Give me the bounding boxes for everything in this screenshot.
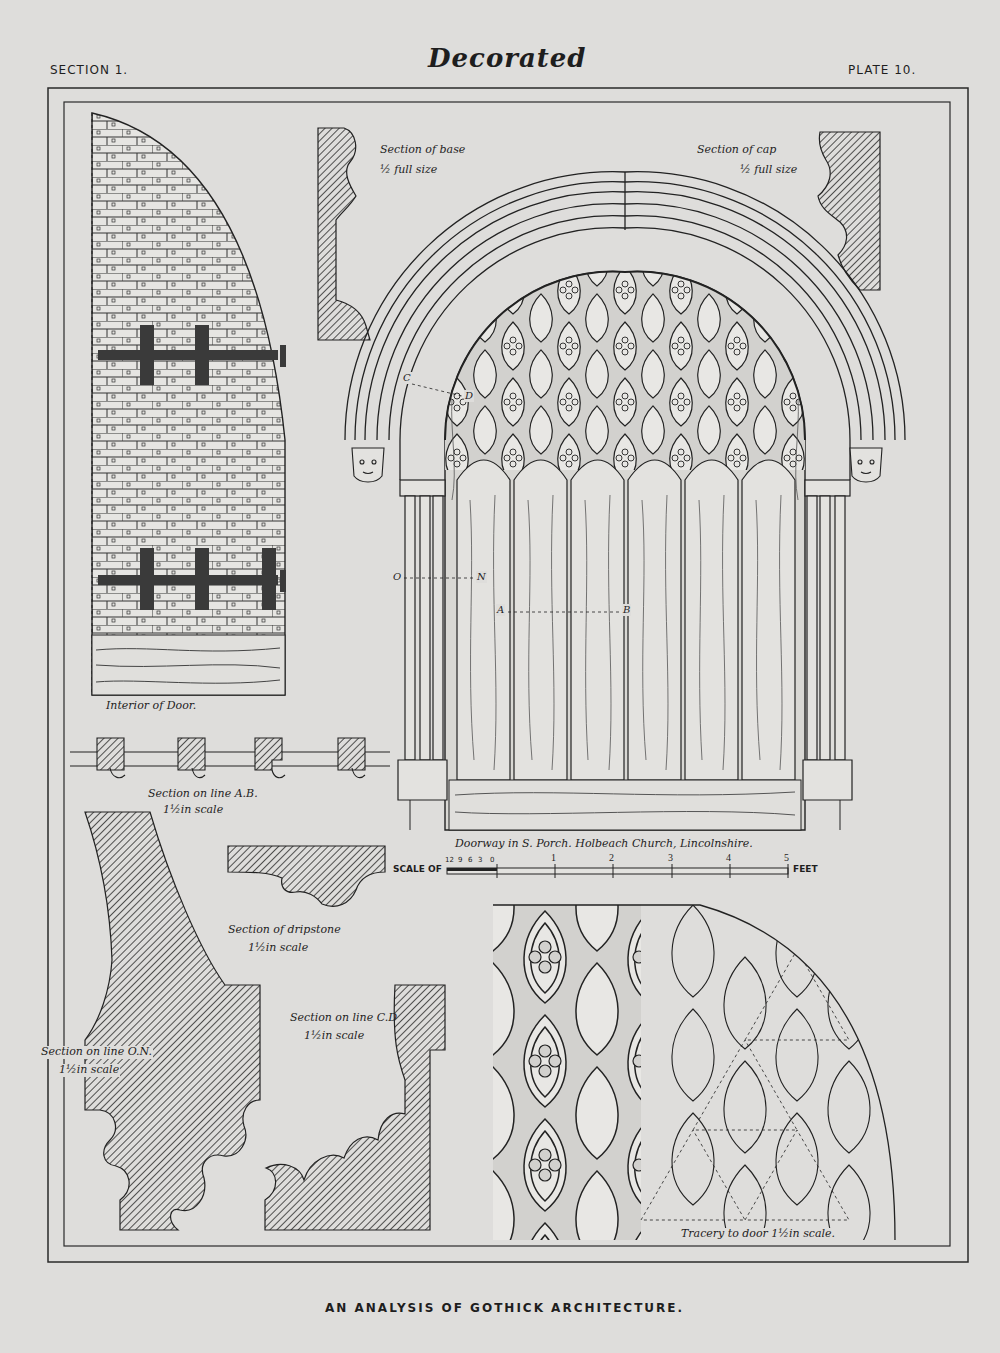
scale-unit: FEET (793, 864, 818, 874)
section-letter: B (622, 604, 631, 616)
view-caption: Section of cap (697, 144, 776, 157)
scale-number: 4 (726, 852, 731, 864)
scale-note: 1½in scale (304, 1030, 364, 1043)
scale-note: 1½in scale (58, 1064, 120, 1077)
section-letter: N (476, 571, 487, 583)
scale-number: 5 (784, 852, 789, 864)
view-caption: Section of dripstone (228, 924, 341, 937)
scale-note: 1½in scale (248, 942, 308, 955)
section-letter: D (464, 390, 474, 402)
scale-number: 12 (445, 856, 454, 864)
section-number: SECTION 1. (50, 64, 128, 78)
scale-note: ½ full size (380, 164, 437, 177)
view-caption: Interior of Door. (106, 700, 196, 713)
section-letter: C (402, 372, 412, 384)
view-caption: Tracery to door 1½in scale. (680, 1228, 836, 1241)
scale-number: 3 (478, 856, 482, 864)
section-letter: A (496, 604, 505, 616)
scale-number: 9 (458, 856, 462, 864)
scale-number: 1 (551, 852, 556, 864)
scale-label: SCALE OF (393, 864, 442, 874)
view-caption: Section on line O.N. (40, 1046, 153, 1059)
scale-note: 1½in scale (163, 804, 223, 817)
plate-number: PLATE 10. (848, 64, 916, 78)
scale-number: 3 (668, 852, 673, 864)
scale-number: 6 (468, 856, 472, 864)
view-caption: Section of base (380, 144, 465, 157)
section-letter: O (392, 571, 402, 583)
scale-number: 0 (490, 856, 494, 864)
plate-caption: AN ANALYSIS OF GOTHICK ARCHITECTURE. (325, 1302, 684, 1316)
view-caption: Section on line A.B. (148, 788, 258, 801)
view-caption: Section on line C.D (290, 1012, 397, 1025)
scale-note: ½ full size (740, 164, 797, 177)
plate-title: Decorated (428, 44, 587, 74)
scale-number: 2 (609, 852, 614, 864)
view-caption: Doorway in S. Porch. Holbeach Church, Li… (455, 838, 753, 851)
